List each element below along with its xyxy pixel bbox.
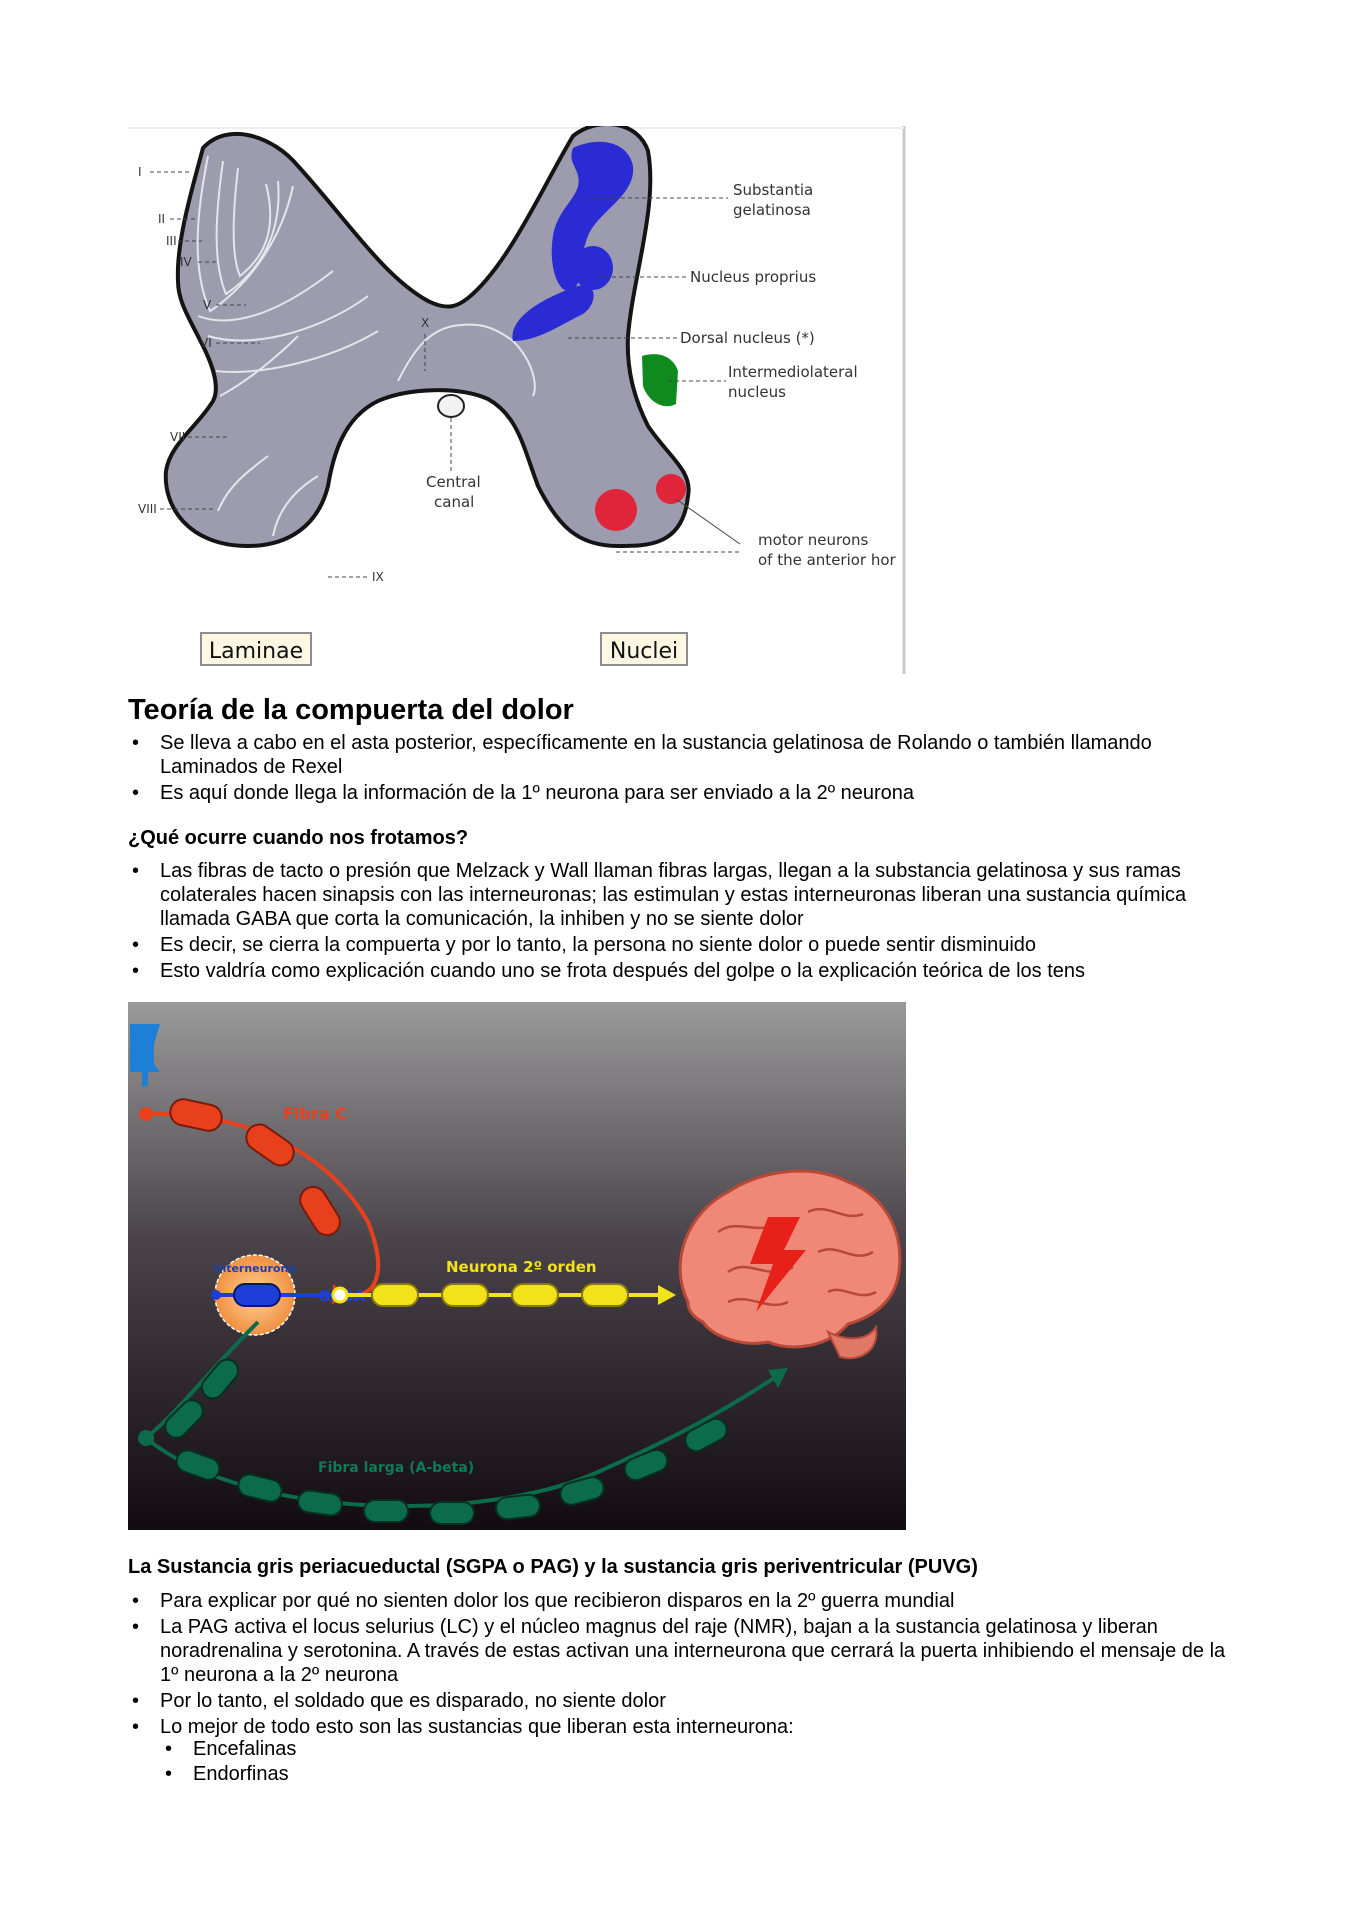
bullet-list-sgpa: Para explicar por qué no sienten dolor l… bbox=[128, 1589, 1238, 1739]
section-heading-frotamos: ¿Qué ocurre cuando nos frotamos? bbox=[128, 827, 469, 849]
label-nucleus: nucleus bbox=[728, 383, 786, 401]
list-item: Es decir, se cierra la compuerta y por l… bbox=[128, 933, 1238, 957]
stimulus-pin-icon bbox=[130, 1024, 160, 1086]
fibra-larga-segment bbox=[164, 1399, 204, 1439]
motor-neuron-large bbox=[595, 489, 637, 531]
fibra-larga-segment bbox=[495, 1493, 541, 1521]
central-canal-shape bbox=[437, 394, 465, 418]
substantia-gelatinosa-shape bbox=[551, 141, 634, 292]
list-item: Para explicar por qué no sienten dolor l… bbox=[128, 1589, 1238, 1613]
intermediolateral-shape bbox=[642, 354, 678, 407]
brain-icon bbox=[678, 1169, 902, 1360]
laminae-box-label: Laminae bbox=[209, 639, 303, 664]
nuclei-box-label: Nuclei bbox=[610, 639, 678, 664]
fibra-larga-segment bbox=[429, 1501, 475, 1525]
label-canal: canal bbox=[434, 493, 474, 511]
lamina-mark: VII bbox=[170, 430, 185, 444]
sub-list-item: Endorfinas bbox=[161, 1762, 761, 1786]
fibra-larga-segment bbox=[684, 1417, 728, 1453]
sub-bullet-list: Encefalinas Endorfinas bbox=[161, 1737, 761, 1786]
dorsal-nucleus-shape bbox=[512, 285, 594, 341]
gate-theory-diagram: Fibra C Interneurona GABA Neurona 2º ord… bbox=[128, 1002, 906, 1530]
label-motor-neurons: motor neurons bbox=[758, 531, 869, 549]
lamina-mark: IV bbox=[180, 255, 193, 269]
label-substantia: Substantia bbox=[733, 181, 813, 199]
interneurona-segment bbox=[233, 1283, 281, 1307]
fibra-c-segment bbox=[299, 1185, 341, 1237]
fibra-larga-label: Fibra larga (A-beta) bbox=[318, 1460, 474, 1476]
lamina-mark: X bbox=[421, 316, 429, 330]
label-gelatinosa: gelatinosa bbox=[733, 201, 811, 219]
lamina-mark: II bbox=[158, 212, 165, 226]
label-nucleus-proprius: Nucleus proprius bbox=[690, 268, 816, 286]
fibra-larga-segment bbox=[559, 1476, 605, 1506]
list-item: Esto valdría como explicación cuando uno… bbox=[128, 959, 1238, 983]
fibra-larga-segment bbox=[175, 1449, 221, 1481]
neurona-segment bbox=[441, 1283, 489, 1307]
page-title: Teoría de la compuerta del dolor bbox=[128, 694, 574, 726]
list-item: Lo mejor de todo esto son las sustancias… bbox=[128, 1715, 1238, 1739]
fibra-larga-segment bbox=[237, 1473, 283, 1503]
list-item: Se lleva a cabo en el asta posterior, es… bbox=[128, 731, 1238, 779]
neurona-segment bbox=[511, 1283, 559, 1307]
spinal-cord-diagram: I II III IV V VI VII VIII IX X Substanti… bbox=[128, 126, 908, 674]
label-central: Central bbox=[426, 473, 481, 491]
neurona-segment bbox=[581, 1283, 629, 1307]
fibra-larga-segment bbox=[363, 1499, 409, 1523]
list-item: Las fibras de tacto o presión que Melzac… bbox=[128, 859, 1238, 931]
sub-list-item: Encefalinas bbox=[161, 1737, 761, 1761]
label-dorsal-nucleus: Dorsal nucleus (*) bbox=[680, 329, 815, 347]
bullet-list-frotamos: Las fibras de tacto o presión que Melzac… bbox=[128, 859, 1238, 983]
lamina-mark: VI bbox=[200, 336, 212, 350]
fibra-larga-segment bbox=[200, 1358, 240, 1400]
interneurona-label: Interneurona bbox=[214, 1262, 295, 1275]
lamina-mark: IX bbox=[372, 570, 384, 584]
section-heading-sgpa: La Sustancia gris periacueductal (SGPA o… bbox=[128, 1556, 978, 1578]
motor-neuron-small bbox=[656, 474, 686, 504]
lamina-mark: I bbox=[138, 165, 142, 179]
fibra-larga-segment bbox=[297, 1489, 343, 1517]
fibra-c-segment bbox=[169, 1098, 223, 1132]
neurona-segment bbox=[371, 1283, 419, 1307]
nucleus-proprius-shape bbox=[573, 246, 613, 290]
list-item: La PAG activa el locus selurius (LC) y e… bbox=[128, 1615, 1238, 1687]
neurona-label: Neurona 2º orden bbox=[446, 1258, 597, 1276]
fibra-c-label: Fibra C bbox=[283, 1104, 347, 1123]
pain-bolt-icon bbox=[750, 1217, 806, 1312]
bullet-list-compuerta: Se lleva a cabo en el asta posterior, es… bbox=[128, 731, 1238, 805]
list-item: Por lo tanto, el soldado que es disparad… bbox=[128, 1689, 1238, 1713]
list-item: Es aquí donde llega la información de la… bbox=[128, 781, 1238, 805]
label-intermediolateral: Intermediolateral bbox=[728, 363, 858, 381]
fibra-larga-segment bbox=[623, 1448, 669, 1482]
lamina-mark: V bbox=[203, 298, 212, 312]
label-anterior-horn: of the anterior hor bbox=[758, 551, 897, 569]
lamina-mark: III bbox=[166, 234, 177, 248]
fibra-c-segment bbox=[245, 1123, 295, 1167]
lamina-mark: VIII bbox=[138, 502, 157, 516]
